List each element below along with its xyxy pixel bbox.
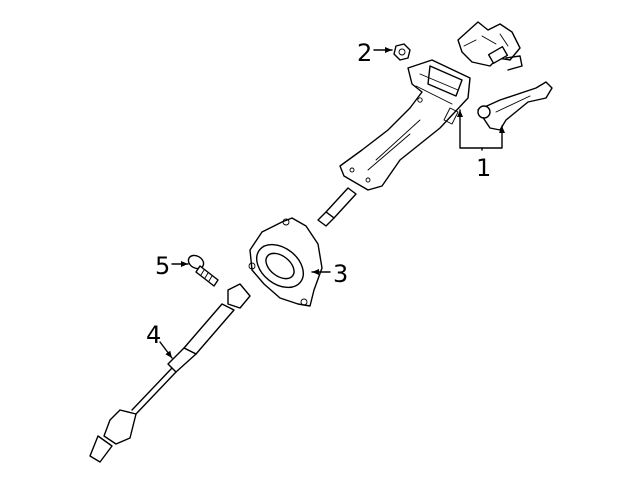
nut <box>393 43 411 61</box>
callout-4: 4 <box>146 321 161 349</box>
callout-2: 2 <box>357 39 372 67</box>
steering-column-assembly <box>317 21 553 227</box>
callout-3: 3 <box>333 260 348 288</box>
intermediate-shaft <box>89 283 251 463</box>
bolt <box>187 254 219 287</box>
leader-lines <box>159 47 505 359</box>
callout-1: 1 <box>476 154 491 182</box>
callout-5: 5 <box>155 252 170 280</box>
column-cover <box>248 217 323 307</box>
